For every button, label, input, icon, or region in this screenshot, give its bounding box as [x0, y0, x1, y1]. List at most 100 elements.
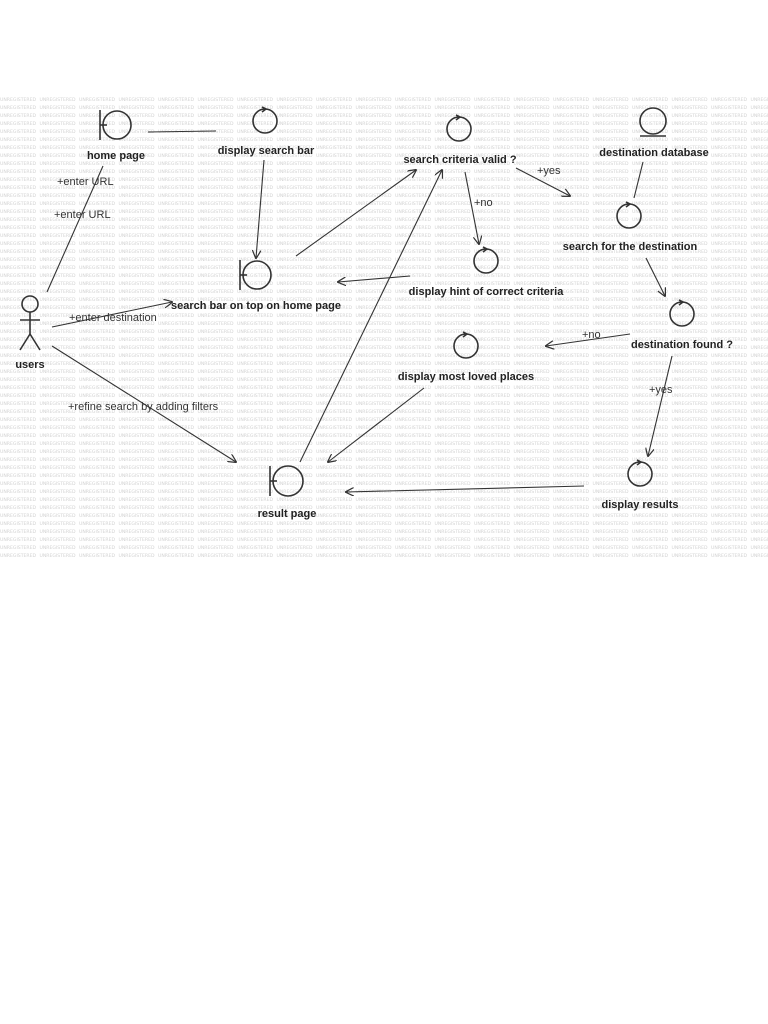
watermark-text: UNREGISTERED	[277, 105, 314, 111]
watermark-text: UNREGISTERED	[356, 441, 393, 447]
watermark-text: UNREGISTERED	[553, 257, 590, 263]
watermark-text: UNREGISTERED	[79, 377, 116, 383]
watermark-text: UNREGISTERED	[514, 193, 551, 199]
watermark-text: UNREGISTERED	[672, 241, 709, 247]
watermark-text: UNREGISTERED	[593, 321, 630, 327]
watermark-text: UNREGISTERED	[198, 441, 235, 447]
watermark-text: UNREGISTERED	[198, 473, 235, 479]
watermark-text: UNREGISTERED	[553, 265, 590, 271]
boundary-label-result-page: result page	[258, 508, 317, 520]
watermark-text: UNREGISTERED	[751, 529, 768, 535]
watermark-text: UNREGISTERED	[751, 489, 768, 495]
watermark-text: UNREGISTERED	[553, 417, 590, 423]
watermark-text: UNREGISTERED	[672, 497, 709, 503]
watermark-text: UNREGISTERED	[593, 361, 630, 367]
watermark-text: UNREGISTERED	[277, 169, 314, 175]
watermark-text: UNREGISTERED	[474, 393, 511, 399]
watermark-text: UNREGISTERED	[474, 281, 511, 287]
watermark-text: UNREGISTERED	[514, 105, 551, 111]
watermark-text: UNREGISTERED	[553, 385, 590, 391]
watermark-text: UNREGISTERED	[672, 169, 709, 175]
watermark-text: UNREGISTERED	[474, 249, 511, 255]
watermark-text: UNREGISTERED	[514, 321, 551, 327]
watermark-text: UNREGISTERED	[711, 185, 748, 191]
watermark-text: UNREGISTERED	[277, 121, 314, 127]
watermark-text: UNREGISTERED	[553, 233, 590, 239]
watermark-text: UNREGISTERED	[356, 353, 393, 359]
watermark-text: UNREGISTERED	[632, 481, 669, 487]
watermark-text: UNREGISTERED	[0, 457, 37, 463]
watermark-text: UNREGISTERED	[751, 553, 768, 559]
watermark-text: UNREGISTERED	[751, 385, 768, 391]
watermark-text: UNREGISTERED	[316, 153, 353, 159]
watermark-text: UNREGISTERED	[474, 425, 511, 431]
watermark-text: UNREGISTERED	[158, 121, 195, 127]
watermark-text: UNREGISTERED	[474, 481, 511, 487]
watermark-text: UNREGISTERED	[79, 265, 116, 271]
watermark-text: UNREGISTERED	[119, 553, 156, 559]
watermark-text: UNREGISTERED	[672, 553, 709, 559]
watermark-text: UNREGISTERED	[672, 249, 709, 255]
watermark-text: UNREGISTERED	[316, 169, 353, 175]
watermark-text: UNREGISTERED	[79, 497, 116, 503]
watermark-text: UNREGISTERED	[277, 417, 314, 423]
watermark-text: UNREGISTERED	[711, 337, 748, 343]
watermark-text: UNREGISTERED	[158, 113, 195, 119]
watermark-text: UNREGISTERED	[198, 153, 235, 159]
watermark-text: UNREGISTERED	[0, 321, 37, 327]
watermark-text: UNREGISTERED	[198, 209, 235, 215]
watermark-text: UNREGISTERED	[40, 209, 77, 215]
watermark-text: UNREGISTERED	[0, 257, 37, 263]
watermark-text: UNREGISTERED	[198, 505, 235, 511]
watermark-text: UNREGISTERED	[435, 433, 472, 439]
watermark-text: UNREGISTERED	[0, 113, 37, 119]
watermark-text: UNREGISTERED	[79, 393, 116, 399]
watermark-text: UNREGISTERED	[632, 553, 669, 559]
edges	[46, 130, 673, 492]
watermark-text: UNREGISTERED	[79, 433, 116, 439]
watermark-text: UNREGISTERED	[119, 305, 156, 311]
watermark-text: UNREGISTERED	[356, 321, 393, 327]
watermark-text: UNREGISTERED	[435, 409, 472, 415]
watermark-text: UNREGISTERED	[0, 385, 37, 391]
watermark-text: UNREGISTERED	[198, 249, 235, 255]
watermark-text: UNREGISTERED	[395, 425, 432, 431]
watermark-text: UNREGISTERED	[751, 105, 768, 111]
watermark-text: UNREGISTERED	[356, 433, 393, 439]
watermark-text: UNREGISTERED	[277, 513, 314, 519]
watermark-text: UNREGISTERED	[316, 513, 353, 519]
watermark-text: UNREGISTERED	[672, 377, 709, 383]
watermark-text: UNREGISTERED	[672, 329, 709, 335]
watermark-text: UNREGISTERED	[79, 273, 116, 279]
watermark-text: UNREGISTERED	[0, 97, 37, 103]
watermark-text: UNREGISTERED	[435, 417, 472, 423]
watermark-text: UNREGISTERED	[711, 521, 748, 527]
edge-label-refine-search: +refine search by adding filters	[68, 401, 219, 413]
watermark-text: UNREGISTERED	[79, 505, 116, 511]
watermark-text: UNREGISTERED	[751, 209, 768, 215]
watermark-text: UNREGISTERED	[356, 465, 393, 471]
edge-display-search-bar-to-search-bar	[256, 159, 265, 258]
watermark-text: UNREGISTERED	[751, 233, 768, 239]
watermark-text: UNREGISTERED	[277, 441, 314, 447]
watermark-text: UNREGISTERED	[277, 409, 314, 415]
control-label-display-hint: display hint of correct criteria	[409, 286, 565, 298]
watermark-text: UNREGISTERED	[751, 441, 768, 447]
watermark-text: UNREGISTERED	[395, 281, 432, 287]
watermark-text: UNREGISTERED	[435, 329, 472, 335]
watermark-text: UNREGISTERED	[79, 337, 116, 343]
watermark-text: UNREGISTERED	[553, 153, 590, 159]
watermark-text: UNREGISTERED	[435, 337, 472, 343]
edge-result-page-criteria	[299, 170, 442, 463]
watermark-text: UNREGISTERED	[316, 489, 353, 495]
watermark-text: UNREGISTERED	[356, 449, 393, 455]
watermark-text: UNREGISTERED	[435, 377, 472, 383]
watermark-text: UNREGISTERED	[553, 241, 590, 247]
watermark-text: UNREGISTERED	[316, 313, 353, 319]
watermark-text: UNREGISTERED	[277, 281, 314, 287]
watermark-text: UNREGISTERED	[395, 233, 432, 239]
watermark-text: UNREGISTERED	[198, 345, 235, 351]
control-display-hint: display hint of correct criteria	[409, 246, 565, 298]
watermark-text: UNREGISTERED	[316, 529, 353, 535]
